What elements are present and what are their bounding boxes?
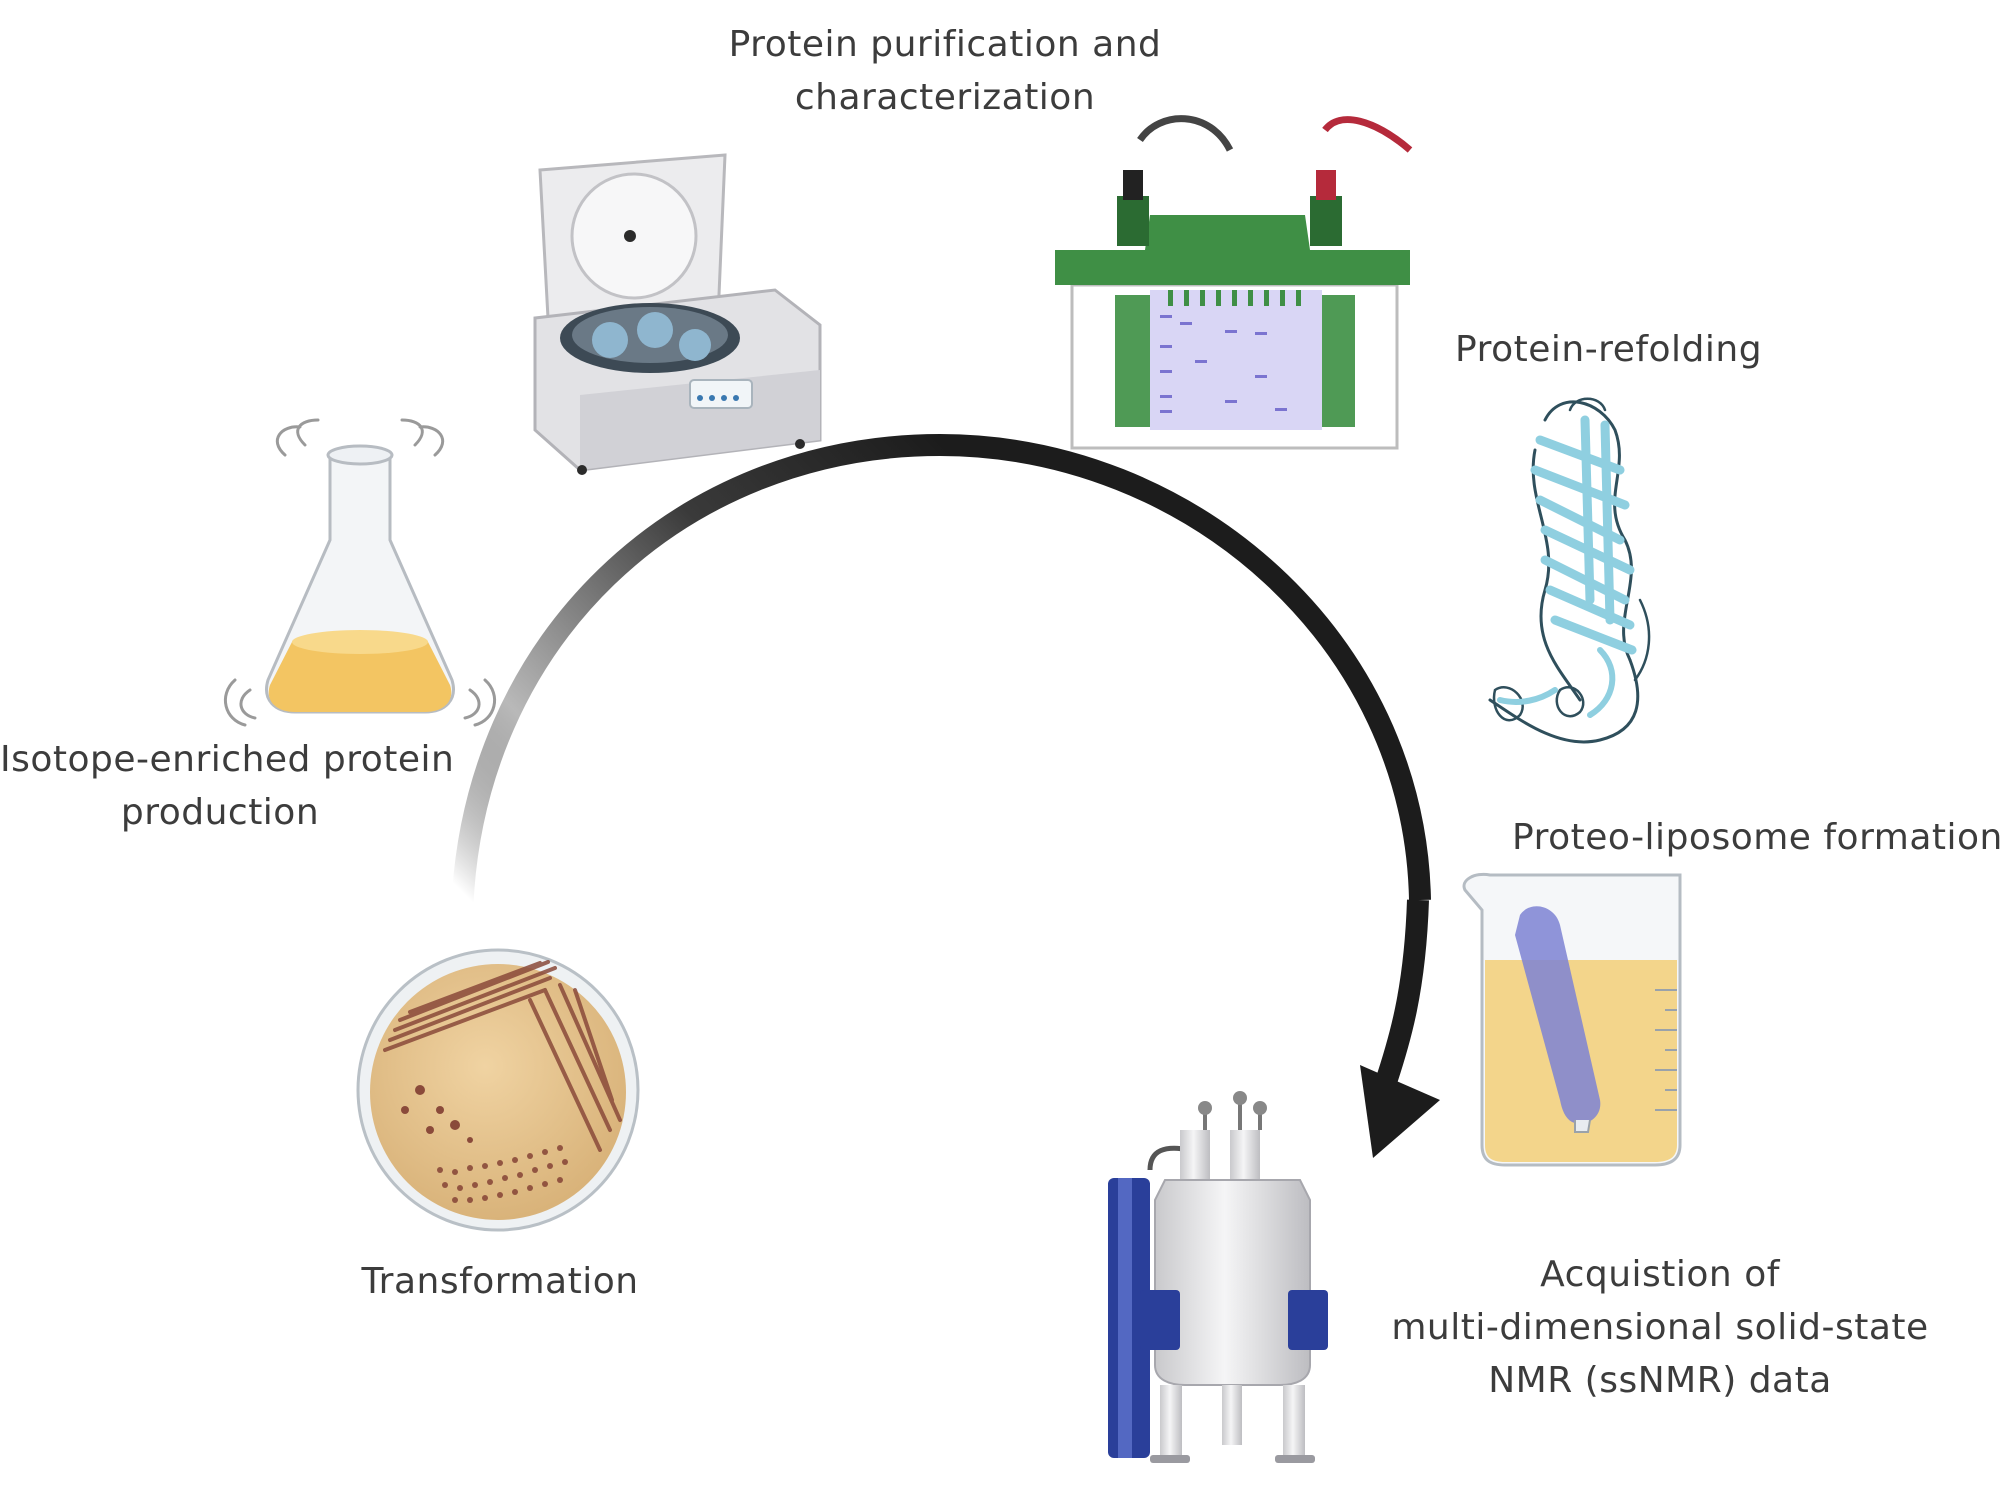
arrowhead-icon: [1360, 1065, 1440, 1158]
nmr-spectrometer-icon: [1108, 1091, 1328, 1463]
petri-dish-icon: [356, 948, 640, 1232]
electrophoresis-icon: [1055, 115, 1413, 450]
step-label-purification: Protein purification and characterizatio…: [720, 18, 1170, 124]
liposome-label: Proteo-liposome formation: [1512, 817, 2000, 858]
protein-structure-icon: [1488, 397, 1651, 744]
refolding-label: Protein-refolding: [1455, 329, 1763, 370]
production-label-line2: production: [120, 792, 320, 833]
step-label-production: Isotope-enriched protein production: [0, 733, 455, 839]
transformation-label: Transformation: [361, 1261, 639, 1302]
cycle-arrow: [451, 433, 1440, 1158]
step-label-liposome: Proteo-liposome formation: [1512, 811, 2000, 864]
acquisition-label-line3: NMR (ssNMR) data: [1488, 1360, 1832, 1401]
step-label-refolding: Protein-refolding: [1455, 323, 1762, 376]
acquisition-label-line1: Acquistion of: [1540, 1254, 1780, 1295]
purification-label-line2: characterization: [794, 77, 1096, 118]
flask-icon: [224, 418, 496, 727]
acquisition-label-line2: multi-dimensional solid-state: [1391, 1307, 1929, 1348]
production-label-line1: Isotope-enriched protein: [0, 739, 455, 780]
step-label-acquisition: Acquistion of multi-dimensional solid-st…: [1390, 1248, 1930, 1407]
step-label-transformation: Transformation: [340, 1255, 660, 1308]
beaker-icon: [1462, 872, 1682, 1167]
centrifuge-icon: [533, 153, 822, 475]
purification-label-line1: Protein purification and: [728, 24, 1162, 65]
